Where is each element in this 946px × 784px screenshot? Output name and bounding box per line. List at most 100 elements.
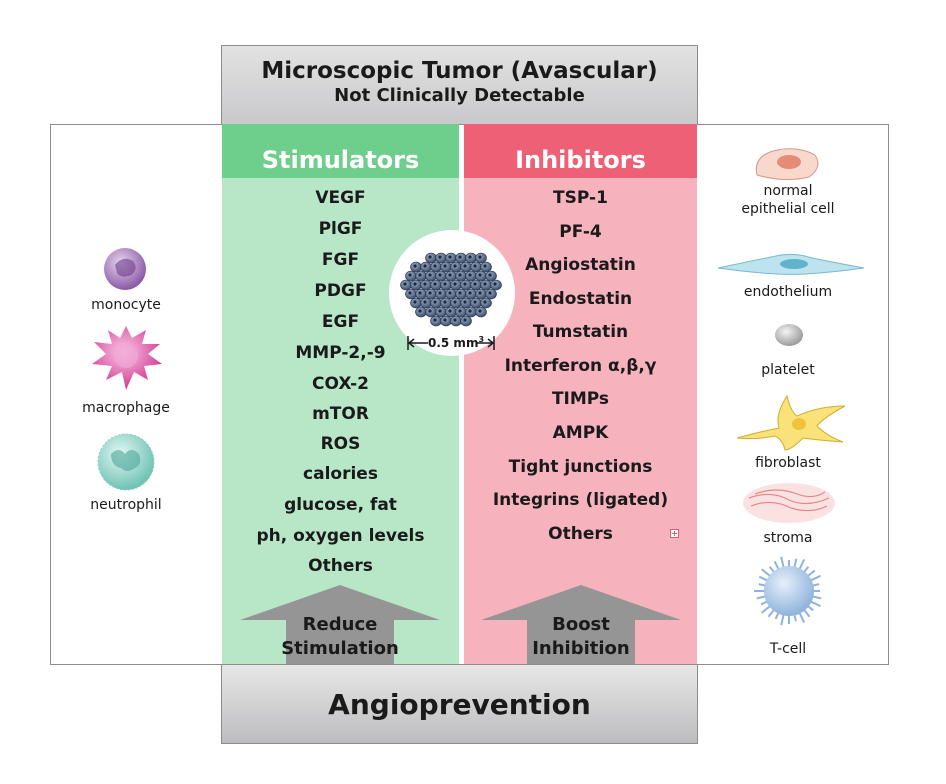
tumor-cell-nucleus [423, 264, 427, 268]
tumor-cell-nucleus [438, 255, 442, 259]
tumor-cell-nucleus [458, 309, 462, 313]
tumor-cell-nucleus [463, 318, 467, 322]
tumor-cell-nucleus [433, 318, 437, 322]
tumor-cell-nucleus [468, 291, 472, 295]
inhibitor-item: Tumstatin [532, 322, 629, 342]
tumor-cell-nucleus [443, 282, 447, 286]
cell-label-macrophage: macrophage [82, 400, 170, 416]
tumor-cell-nucleus [403, 282, 407, 286]
tumor-cluster-icon [389, 230, 515, 356]
tumor-cell-nucleus [453, 264, 457, 268]
tumor-cell-nucleus [448, 273, 452, 277]
tumor-cell-nucleus [478, 309, 482, 313]
tumor-cell-nucleus [453, 300, 457, 304]
tumor-cell-nucleus [433, 282, 437, 286]
stimulator-item: COX-2 [312, 374, 369, 394]
tumor-cell-nucleus [468, 255, 472, 259]
tumor-cell-nucleus [488, 291, 492, 295]
tumor-cell-nucleus [448, 291, 452, 295]
tumor-cell-nucleus [438, 273, 442, 277]
stimulator-item: mTOR [312, 404, 369, 424]
tumor-cell-nucleus [463, 264, 467, 268]
cell-label-epithelial-cell: epithelial cell [741, 201, 835, 217]
inhibitor-item: Interferon α,β,γ [504, 356, 657, 376]
fibroblast-icon [736, 394, 846, 451]
tumor-cell-nucleus [433, 264, 437, 268]
tumor-cell-nucleus [408, 291, 412, 295]
tumor-cell-nucleus [443, 318, 447, 322]
left-cell-panel [50, 124, 250, 665]
tumor-cell-nucleus [413, 282, 417, 286]
tumor-cell-nucleus [413, 264, 417, 268]
tumor-cell-nucleus [483, 282, 487, 286]
angioprevention-box: Angioprevention [221, 664, 698, 744]
tumor-cell-nucleus [473, 282, 477, 286]
cell-label-stroma: stroma [763, 530, 813, 546]
tumor-cell-nucleus [473, 264, 477, 268]
tumor-cell-nucleus [423, 300, 427, 304]
tumor-cell-nucleus [448, 309, 452, 313]
stimulator-item: Others [308, 556, 373, 576]
inhibitor-item: TSP-1 [553, 188, 608, 208]
tumor-cell-nucleus [453, 282, 457, 286]
tumor-cell-nucleus [478, 273, 482, 277]
tumor-cell-nucleus [483, 300, 487, 304]
stimulator-item: FGF [321, 250, 360, 270]
inhibitor-item: TIMPs [551, 389, 610, 409]
tumor-cell-nucleus [468, 309, 472, 313]
inhibitor-item: PF-4 [559, 222, 602, 242]
inhibitors-heading: Inhibitors [464, 124, 697, 178]
tumor-cell-nucleus [453, 318, 457, 322]
inhibitor-item: Integrins (ligated) [492, 490, 669, 510]
boost-inhibition-label: Boost Inhibition [532, 614, 630, 659]
tumor-cell-nucleus [428, 309, 432, 313]
tumor-cell-nucleus [428, 291, 432, 295]
stimulator-item: EGF [321, 312, 360, 332]
tumor-cell-nucleus [483, 264, 487, 268]
tumor-cell-nucleus [428, 273, 432, 277]
tumor-cell-nucleus [443, 300, 447, 304]
tumor-cell-nucleus [478, 255, 482, 259]
stimulator-item: MMP-2,-9 [295, 343, 386, 363]
tumor-cell-nucleus [478, 291, 482, 295]
header-subtitle: Not Clinically Detectable [334, 85, 585, 106]
stimulator-item: PlGF [318, 219, 363, 239]
inhibitors-column: Inhibitors TSP-1 PF-4 Angiostatin Endost… [464, 124, 697, 665]
expand-icon[interactable] [670, 529, 679, 538]
tumor-cell-nucleus [433, 300, 437, 304]
tumor-cell-nucleus [413, 300, 417, 304]
cell-label-normal: normal [763, 183, 813, 199]
tumor-cell-nucleus [488, 273, 492, 277]
cell-label-t-cell: T-cell [769, 641, 807, 657]
platelet-icon [775, 324, 803, 346]
tumor-cell-nucleus [458, 255, 462, 259]
tumor-cell-nucleus [463, 282, 467, 286]
cell-label-platelet: platelet [761, 362, 815, 378]
inhibitor-item: Angiostatin [525, 255, 636, 275]
tumor-cell-nucleus [493, 282, 497, 286]
tumor-size-label: 0.5 mm3 [428, 335, 485, 350]
boost-inhibition-arrow-icon [481, 585, 681, 665]
tumor-cell-nucleus [418, 273, 422, 277]
header-title: Microscopic Tumor (Avascular) [261, 58, 658, 84]
monocyte-icon [104, 248, 146, 290]
reduce-stimulation-arrow-icon [240, 585, 440, 665]
tumor-cell-nucleus [458, 273, 462, 277]
cell-label-fibroblast: fibroblast [755, 455, 821, 471]
tumor-cell-nucleus [408, 273, 412, 277]
tumor-cell-nucleus [458, 291, 462, 295]
tumor-cell-nucleus [423, 282, 427, 286]
stimulator-item: glucose, fat [284, 495, 397, 515]
cell-label-endothelium: endothelium [743, 284, 833, 300]
stimulators-column: Stimulators VEGF PlGF FGF PDGF EGF MMP-2… [222, 124, 459, 665]
stimulator-item: VEGF [315, 188, 366, 208]
stimulators-heading: Stimulators [222, 124, 459, 178]
tumor-cell-nucleus [428, 255, 432, 259]
macrophage-icon [92, 326, 162, 390]
tumor-header-box: Microscopic Tumor (Avascular) Not Clinic… [221, 45, 698, 125]
endothelium-icon [717, 253, 865, 275]
inhibitor-item: Endostatin [528, 289, 633, 309]
stimulator-item: calories [303, 464, 378, 484]
reduce-stimulation-label: Reduce Stimulation [281, 614, 399, 659]
t-cell-icon [754, 556, 822, 626]
